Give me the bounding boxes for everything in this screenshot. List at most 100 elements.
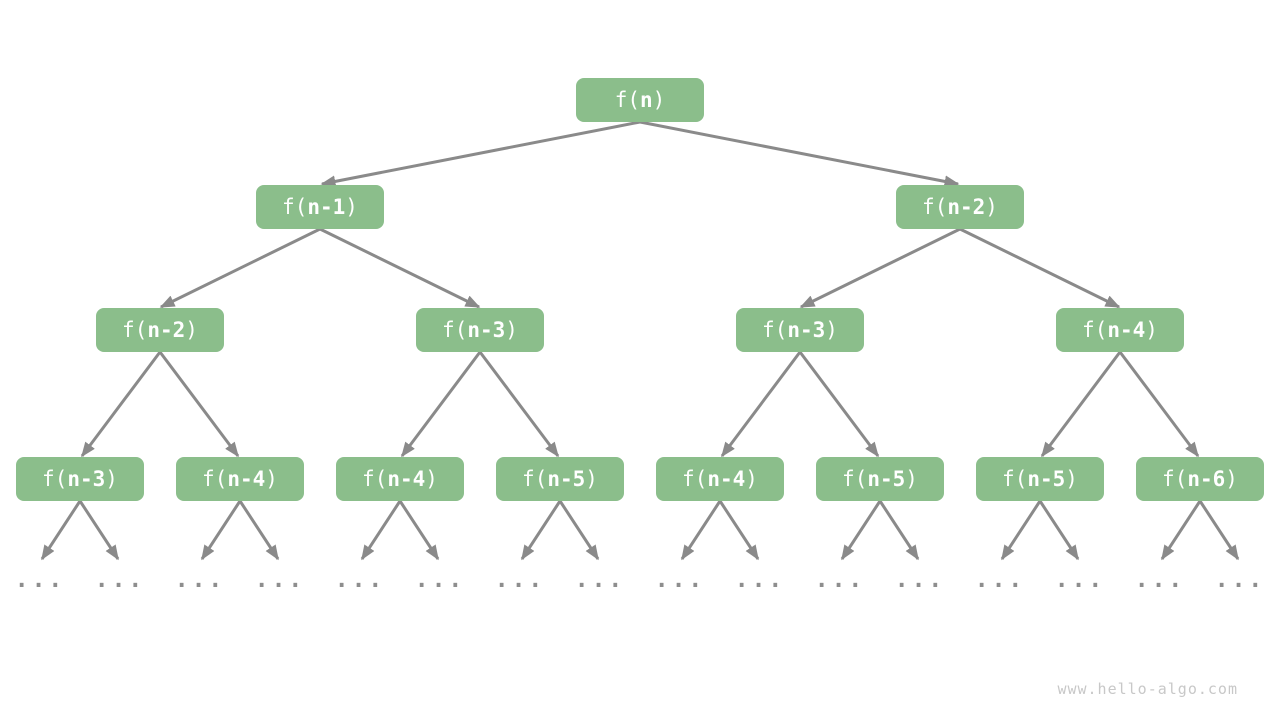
tree-node-f-n-5: f(n-5) xyxy=(816,457,944,501)
edge xyxy=(200,500,242,561)
tree-node-f-n-4: f(n-4) xyxy=(656,457,784,501)
node-label-prefix: f( xyxy=(614,88,640,112)
edge xyxy=(1000,500,1042,561)
subtree-ellipsis: ... xyxy=(894,567,946,593)
edge xyxy=(720,351,802,458)
edge xyxy=(520,500,562,561)
node-label-arg: n-5 xyxy=(547,467,586,491)
node-label-suffix: ) xyxy=(905,467,918,491)
edge xyxy=(718,500,760,561)
edge xyxy=(558,500,600,561)
tree-node-f-n-6: f(n-6) xyxy=(1136,457,1264,501)
subtree-ellipsis: ... xyxy=(414,567,466,593)
subtree-ellipsis: ... xyxy=(174,567,226,593)
tree-node-f-n-4: f(n-4) xyxy=(336,457,464,501)
tree-node-f-n-2: f(n-2) xyxy=(96,308,224,352)
edge xyxy=(78,500,120,561)
edge xyxy=(400,351,482,458)
node-label-arg: n-3 xyxy=(467,318,506,342)
node-label-suffix: ) xyxy=(185,318,198,342)
node-label-suffix: ) xyxy=(1065,467,1078,491)
node-label-prefix: f( xyxy=(442,318,468,342)
subtree-ellipsis: ... xyxy=(654,567,706,593)
edge xyxy=(398,500,440,561)
node-label-arg: n-4 xyxy=(1107,318,1146,342)
subtree-ellipsis: ... xyxy=(254,567,306,593)
node-label-suffix: ) xyxy=(1225,467,1238,491)
edge xyxy=(320,120,641,188)
edge xyxy=(478,351,560,458)
subtree-ellipsis: ... xyxy=(94,567,146,593)
tree-node-f-n-4: f(n-4) xyxy=(176,457,304,501)
tree-node-f-n-2: f(n-2) xyxy=(896,185,1024,229)
node-label-suffix: ) xyxy=(505,318,518,342)
node-label-prefix: f( xyxy=(1082,318,1108,342)
subtree-ellipsis: ... xyxy=(1214,567,1266,593)
node-label-prefix: f( xyxy=(202,467,228,491)
edge xyxy=(798,351,880,458)
subtree-ellipsis: ... xyxy=(14,567,66,593)
node-label-arg: n-2 xyxy=(147,318,186,342)
node-label-prefix: f( xyxy=(282,195,308,219)
tree-node-f-n-1: f(n-1) xyxy=(256,185,384,229)
edge xyxy=(959,227,1121,309)
edge xyxy=(799,227,961,309)
tree-node-f-n-3: f(n-3) xyxy=(16,457,144,501)
node-label-prefix: f( xyxy=(842,467,868,491)
subtree-ellipsis: ... xyxy=(974,567,1026,593)
subtree-ellipsis: ... xyxy=(734,567,786,593)
node-label-arg: n-4 xyxy=(387,467,426,491)
subtree-ellipsis: ... xyxy=(814,567,866,593)
edge xyxy=(1198,500,1240,561)
node-label-suffix: ) xyxy=(345,195,358,219)
edge xyxy=(40,500,82,561)
subtree-ellipsis: ... xyxy=(494,567,546,593)
tree-node-f-n-5: f(n-5) xyxy=(496,457,624,501)
edge xyxy=(840,500,882,561)
subtree-ellipsis: ... xyxy=(334,567,386,593)
watermark: www.hello-algo.com xyxy=(1057,680,1238,698)
edge xyxy=(639,120,960,188)
node-label-arg: n-4 xyxy=(707,467,746,491)
subtree-ellipsis: ... xyxy=(574,567,626,593)
node-label-arg: n-2 xyxy=(947,195,986,219)
tree-node-f-n-3: f(n-3) xyxy=(736,308,864,352)
edge xyxy=(1160,500,1202,561)
edge xyxy=(319,227,481,309)
edge xyxy=(878,500,920,561)
tree-edges xyxy=(40,120,1240,561)
node-label-suffix: ) xyxy=(585,467,598,491)
node-label-prefix: f( xyxy=(122,318,148,342)
edge xyxy=(158,351,240,458)
node-label-prefix: f( xyxy=(42,467,68,491)
subtree-ellipsis: ... xyxy=(1054,567,1106,593)
node-label-suffix: ) xyxy=(825,318,838,342)
tree-node-f-n-3: f(n-3) xyxy=(416,308,544,352)
node-label-prefix: f( xyxy=(762,318,788,342)
tree-node-f-n-4: f(n-4) xyxy=(1056,308,1184,352)
edge xyxy=(1038,500,1080,561)
node-label-suffix: ) xyxy=(652,88,666,112)
node-label-arg: n-6 xyxy=(1187,467,1226,491)
node-label-prefix: f( xyxy=(522,467,548,491)
edge xyxy=(159,227,321,309)
node-label-suffix: ) xyxy=(1145,318,1158,342)
node-label-suffix: ) xyxy=(745,467,758,491)
node-label-arg: n-5 xyxy=(867,467,906,491)
node-label-suffix: ) xyxy=(985,195,998,219)
edge xyxy=(80,351,162,458)
node-label-suffix: ) xyxy=(105,467,118,491)
edge xyxy=(1040,351,1122,458)
node-label-prefix: f( xyxy=(922,195,948,219)
tree-node-f-n-5: f(n-5) xyxy=(976,457,1104,501)
edge xyxy=(1118,351,1200,458)
node-label-arg: n-3 xyxy=(67,467,106,491)
subtree-ellipsis: ... xyxy=(1134,567,1186,593)
node-label-prefix: f( xyxy=(362,467,388,491)
edge xyxy=(238,500,280,561)
tree-node-f-n: f(n) xyxy=(576,78,704,122)
node-label-arg: n-5 xyxy=(1027,467,1066,491)
node-label-arg: n-3 xyxy=(787,318,826,342)
